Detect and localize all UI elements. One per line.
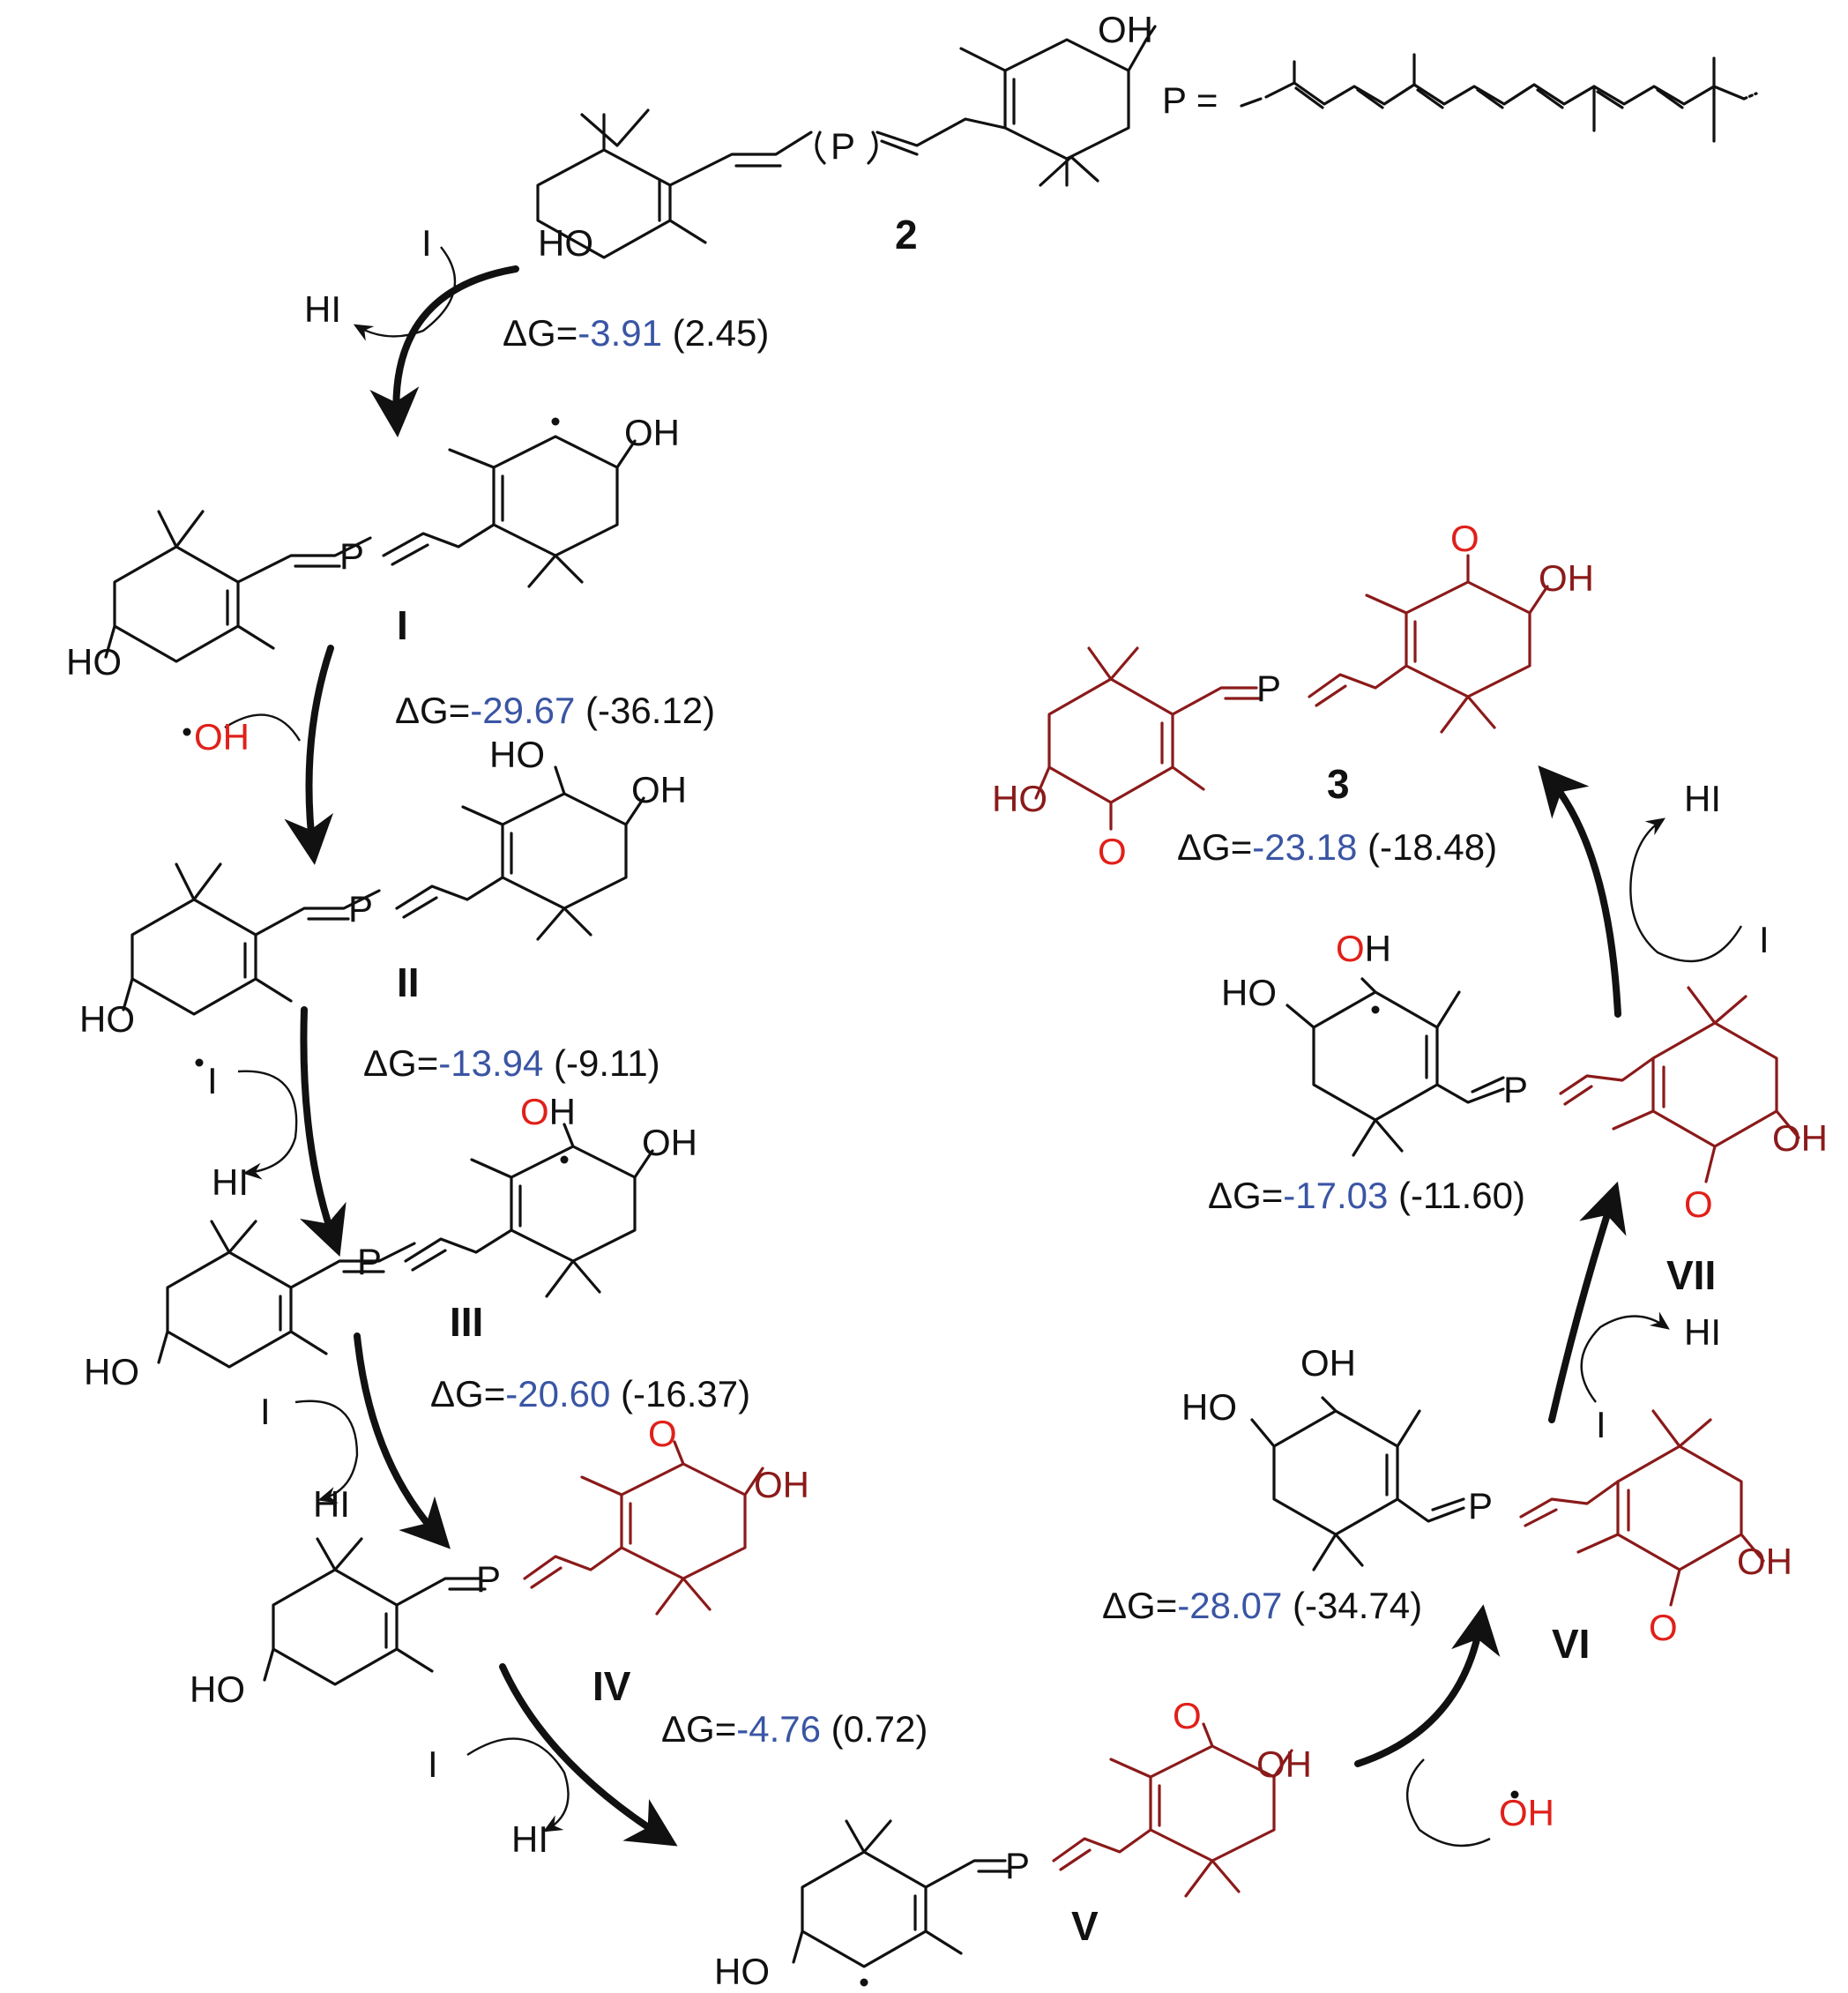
step-2: OH ΔG=-29.67 (-36.12) — [183, 645, 715, 865]
carbonyl-oxygen-label: O — [1684, 1183, 1713, 1225]
delta-g-step-2: ΔG=-29.67 (-36.12) — [395, 690, 715, 731]
delta-g-step-5: ΔG=-4.76 (0.72) — [661, 1708, 928, 1750]
hydroxyl-label: OH — [1539, 557, 1594, 599]
iodine-radical-label: I — [1759, 919, 1770, 960]
polyene-unit-label: P — [357, 1241, 382, 1282]
hydroxyl-label: OH — [1098, 9, 1153, 50]
hydrogen-iodide-label: HI — [511, 1818, 548, 1860]
step-6: OH ΔG=-28.07 (-34.74) — [1102, 1585, 1554, 1847]
oxygen-radical-label: OH — [520, 1091, 576, 1132]
radical-dot — [1510, 1790, 1519, 1799]
iodine-radical-label: I — [421, 222, 432, 264]
compound-III: P OH OH HO III — [84, 1091, 697, 1392]
compound-3: O HO P O OH 3 — [992, 518, 1594, 872]
compound-I: P OH HO I — [66, 412, 680, 683]
hydrogen-iodide-label: HI — [1684, 1311, 1721, 1353]
radical-dot — [551, 417, 560, 426]
polyene-definition: P = — [1162, 53, 1758, 143]
delta-g-step-7: ΔG=-17.03 (-11.60) — [1208, 1175, 1525, 1216]
carbonyl-oxygen-label: O — [1649, 1607, 1678, 1648]
step-4: I HI ΔG=-20.60 (-16.37) — [260, 1332, 750, 1549]
compound-label-V: V — [1071, 1903, 1099, 1949]
delta-g-step-1: ΔG=-3.91 (2.45) — [503, 312, 769, 354]
compound-II: P HO OH HO II — [79, 734, 687, 1040]
compound-2: P OH HO 2 — [536, 9, 1157, 264]
polyene-unit-label: P — [476, 1558, 501, 1600]
compound-label-IV: IV — [592, 1663, 631, 1709]
compound-label-VII: VII — [1666, 1252, 1716, 1298]
polyene-unit-label: P — [1005, 1845, 1030, 1886]
step-8: I HI ΔG=-23.18 (-18.48) — [1177, 765, 1770, 1018]
hydroxyl-label: HO — [489, 734, 545, 775]
carbonyl-oxygen-label: O — [648, 1413, 677, 1454]
hydrogen-iodide-label: HI — [212, 1161, 249, 1203]
hydroxyl-label: OH — [1737, 1541, 1792, 1582]
radical-dot — [560, 1155, 569, 1164]
hydrogen-iodide-label: HI — [313, 1483, 350, 1525]
carbonyl-oxygen-label: O — [1098, 831, 1127, 872]
hydroxyl-label: HO — [190, 1668, 245, 1710]
polyene-unit-label: P — [1503, 1069, 1528, 1110]
compound-IV: P O OH HO IV — [190, 1413, 809, 1710]
iodine-radical-label: I — [428, 1743, 438, 1785]
hydroxyl-label: OH — [624, 412, 680, 453]
hydroxyl-label: HO — [992, 778, 1047, 819]
step-5: I HI ΔG=-4.76 (0.72) — [428, 1663, 928, 1860]
compound-label-3: 3 — [1327, 761, 1350, 807]
hydroxyl-radical-label: OH — [1499, 1792, 1554, 1833]
carbonyl-oxygen-label: O — [1173, 1695, 1202, 1736]
hydroxyl-label: OH — [642, 1122, 697, 1163]
radical-dot — [183, 728, 191, 736]
polyene-unit-label: P — [348, 888, 373, 929]
delta-g-step-4: ΔG=-20.60 (-16.37) — [430, 1373, 750, 1415]
polyene-unit-label: P — [1256, 668, 1281, 709]
iodine-radical-label: I — [1596, 1404, 1606, 1445]
hydroxyl-label: OH — [754, 1464, 809, 1505]
hydroxyl-label: HO — [79, 998, 135, 1040]
radical-dot — [1371, 1005, 1380, 1014]
compound-VI: HO OH P O OH VI — [1181, 1342, 1792, 1667]
hydroxyl-label: OH — [1772, 1117, 1828, 1159]
hydroxyl-label: OH — [1300, 1342, 1356, 1384]
compound-label-II: II — [397, 959, 420, 1005]
carbonyl-oxygen-label: O — [1450, 518, 1479, 559]
delta-g-step-8: ΔG=-23.18 (-18.48) — [1177, 826, 1497, 868]
hydroxyl-radical-label: OH — [194, 716, 250, 758]
hydroxyl-label: HO — [538, 222, 593, 264]
hydrogen-iodide-label: HI — [304, 288, 341, 330]
hydroxyl-label: HO — [1221, 972, 1277, 1013]
polyene-unit-label: P — [1468, 1485, 1493, 1526]
compound-VII: HO OH P O OH VII — [1221, 928, 1828, 1298]
iodine-radical-label: I — [207, 1060, 218, 1101]
compound-label-I: I — [397, 602, 408, 648]
compound-label-VI: VI — [1552, 1621, 1590, 1667]
hydroxyl-label: OH — [1256, 1743, 1312, 1785]
polyene-definition-label: P = — [1162, 79, 1218, 121]
hydroxyl-label: HO — [714, 1951, 770, 1992]
hydroxyl-label: HO — [1181, 1386, 1237, 1428]
oxygen-radical-label: OH — [1336, 928, 1391, 969]
hydroxyl-label: OH — [631, 769, 687, 810]
step-3: I HI ΔG=-13.94 (-9.11) — [195, 1006, 660, 1258]
polyene-unit-label: P — [339, 535, 364, 577]
delta-g-step-3: ΔG=-13.94 (-9.11) — [363, 1042, 660, 1084]
compound-V: P O OH HO V — [714, 1695, 1312, 1992]
hydroxyl-label: HO — [66, 641, 122, 683]
polyene-unit-label: P — [831, 125, 855, 167]
hydrogen-iodide-label: HI — [1684, 778, 1721, 819]
step-7: I HI ΔG=-17.03 (-11.60) — [1208, 1175, 1721, 1445]
compound-label-2: 2 — [895, 212, 918, 258]
hydroxyl-label: HO — [84, 1351, 139, 1392]
iodine-radical-label: I — [260, 1391, 271, 1432]
step-1: I HI ΔG=-3.91 (2.45) — [304, 222, 769, 437]
delta-g-step-6: ΔG=-28.07 (-34.74) — [1102, 1585, 1422, 1626]
radical-dot — [860, 1978, 868, 1987]
radical-dot — [195, 1058, 204, 1067]
compound-label-III: III — [450, 1299, 483, 1345]
